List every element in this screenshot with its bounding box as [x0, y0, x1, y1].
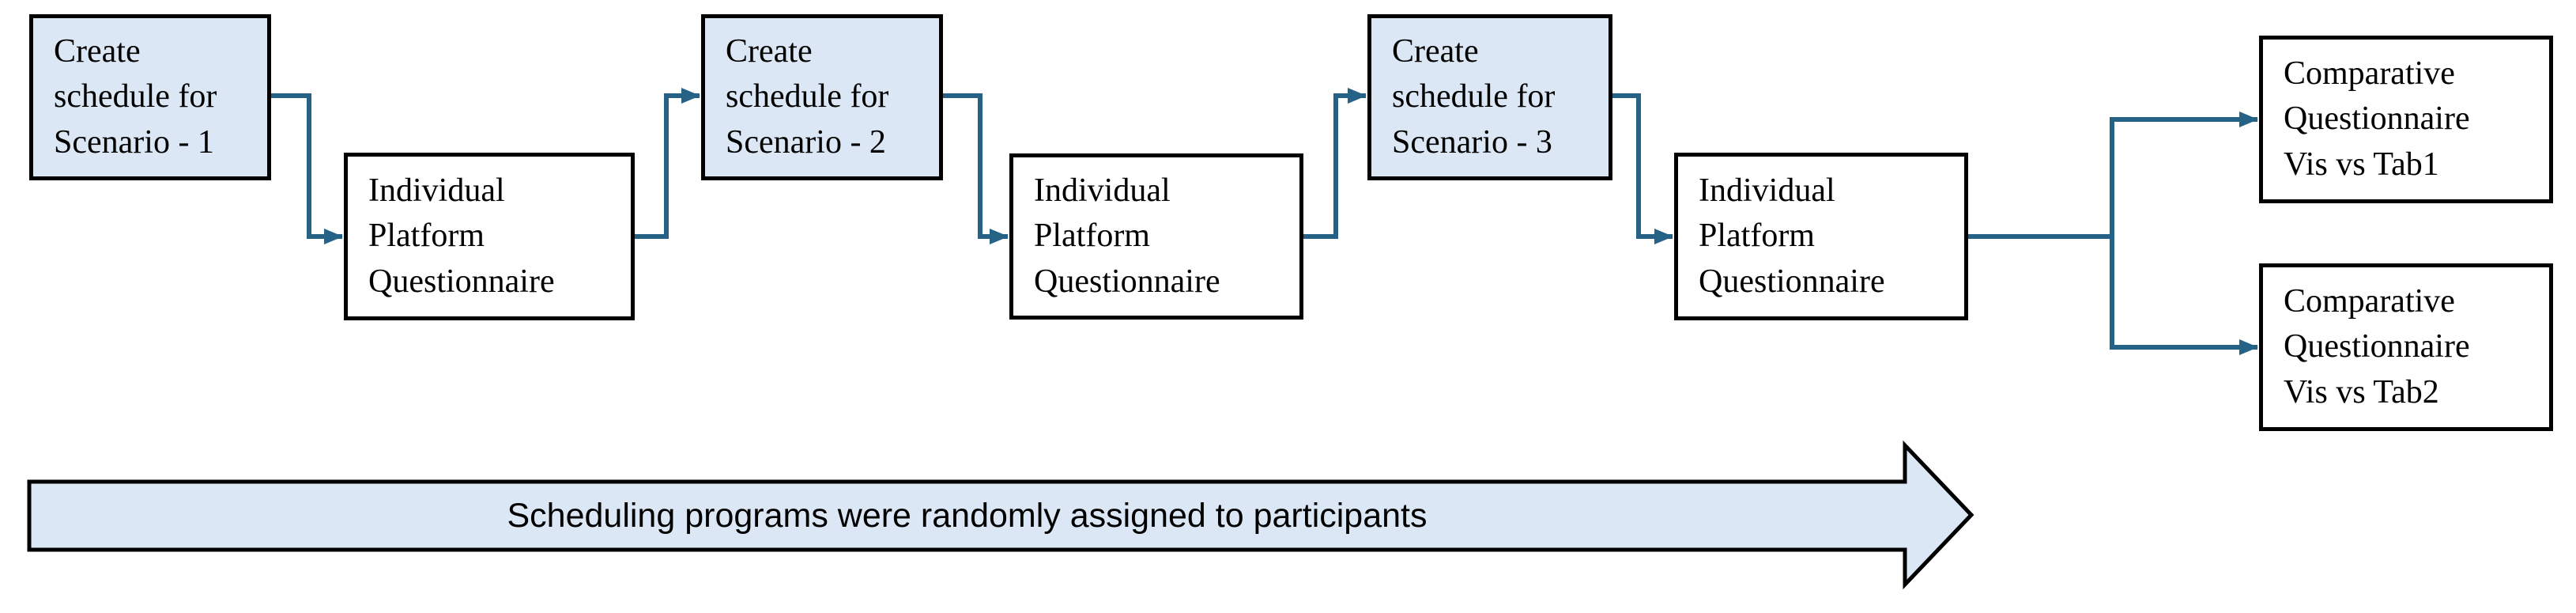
- box-individual-platform-questionnaire-2: Individual Platform Questionnaire: [1009, 153, 1303, 320]
- connector-schedule2-to-questionnaire2: [943, 93, 1009, 244]
- box-label: Individual Platform Questionnaire: [368, 172, 555, 300]
- connector-branch-to-comparative-tab2: [2110, 236, 2258, 355]
- connector-branch-to-comparative-tab1: [2110, 112, 2258, 236]
- box-comparative-questionnaire-vis-vs-tab2: Comparative Questionnaire Vis vs Tab2: [2259, 263, 2553, 431]
- box-individual-platform-questionnaire-1: Individual Platform Questionnaire: [344, 153, 635, 320]
- connector-schedule3-to-questionnaire3: [1612, 93, 1673, 244]
- box-label: Individual Platform Questionnaire: [1034, 172, 1220, 300]
- box-create-schedule-scenario-1: Create schedule for Scenario - 1: [29, 14, 271, 180]
- banner-arrow-shape: [27, 440, 1974, 590]
- connector-schedule1-to-questionnaire1: [271, 93, 343, 244]
- box-label: Comparative Questionnaire Vis vs Tab1: [2284, 55, 2470, 183]
- box-label: Create schedule for Scenario - 3: [1392, 33, 1556, 161]
- box-label: Create schedule for Scenario - 2: [726, 33, 889, 161]
- box-comparative-questionnaire-vis-vs-tab1: Comparative Questionnaire Vis vs Tab1: [2259, 36, 2553, 203]
- box-individual-platform-questionnaire-3: Individual Platform Questionnaire: [1674, 153, 1968, 320]
- banner-label: Scheduling programs were randomly assign…: [507, 496, 1428, 535]
- connector-questionnaire1-to-schedule2: [635, 88, 700, 239]
- box-label: Create schedule for Scenario - 1: [54, 33, 217, 161]
- box-label: Individual Platform Questionnaire: [1699, 172, 1885, 300]
- connector-questionnaire2-to-schedule3: [1303, 88, 1367, 239]
- box-create-schedule-scenario-3: Create schedule for Scenario - 3: [1367, 14, 1612, 180]
- box-create-schedule-scenario-2: Create schedule for Scenario - 2: [701, 14, 943, 180]
- box-label: Comparative Questionnaire Vis vs Tab2: [2284, 283, 2470, 411]
